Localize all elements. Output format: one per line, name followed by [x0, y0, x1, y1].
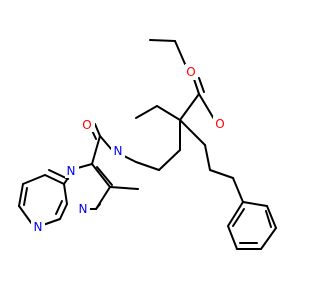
bond: [266, 205, 277, 229]
bond: [232, 208, 245, 227]
bond: [158, 149, 181, 171]
bond: [135, 161, 160, 171]
molecule-canvas: O O O N N N N: [18, 39, 277, 250]
bond: [193, 78, 200, 95]
bond: [99, 135, 113, 151]
pyrimidine-nitrogen: N: [34, 220, 43, 234]
imidazole-nitrogen: N: [79, 202, 88, 216]
bond: [149, 39, 176, 42]
bond: [94, 123, 101, 137]
bond: [18, 183, 24, 207]
atom-labels: O O O N N N N: [31, 64, 227, 235]
bond: [135, 105, 158, 119]
bond: [242, 201, 268, 207]
bond: [179, 93, 200, 121]
bond: [260, 227, 277, 250]
bond: [179, 119, 206, 146]
bond: [198, 93, 215, 120]
amide-carbonyl-oxygen: O: [82, 118, 91, 132]
bond: [156, 105, 181, 121]
structure-diagram: O O O N N N N: [18, 39, 277, 250]
bond: [91, 135, 101, 165]
bond: [227, 225, 238, 250]
bond: [232, 177, 244, 203]
bond: [23, 187, 28, 206]
piperidine-nitrogen: N: [114, 144, 123, 158]
bond: [95, 203, 101, 210]
bonds: [18, 39, 277, 250]
ester-oxygen: O: [215, 117, 224, 131]
bond: [109, 186, 139, 190]
bond: [44, 174, 65, 185]
bridgehead-nitrogen: N: [67, 164, 76, 178]
bond: [59, 203, 68, 220]
bond: [227, 201, 244, 227]
bond: [42, 218, 61, 226]
bond: [91, 163, 111, 188]
bond: [18, 205, 33, 225]
bond: [63, 183, 68, 205]
bond: [22, 174, 46, 185]
bond: [174, 40, 186, 65]
bond: [204, 144, 211, 171]
bond: [96, 166, 113, 186]
bond: [209, 169, 234, 179]
bond: [198, 77, 205, 93]
bond: [265, 210, 272, 228]
bond: [123, 155, 137, 163]
bond: [48, 169, 69, 180]
ester-carbonyl-oxygen: O: [186, 65, 195, 79]
bond: [55, 200, 63, 215]
